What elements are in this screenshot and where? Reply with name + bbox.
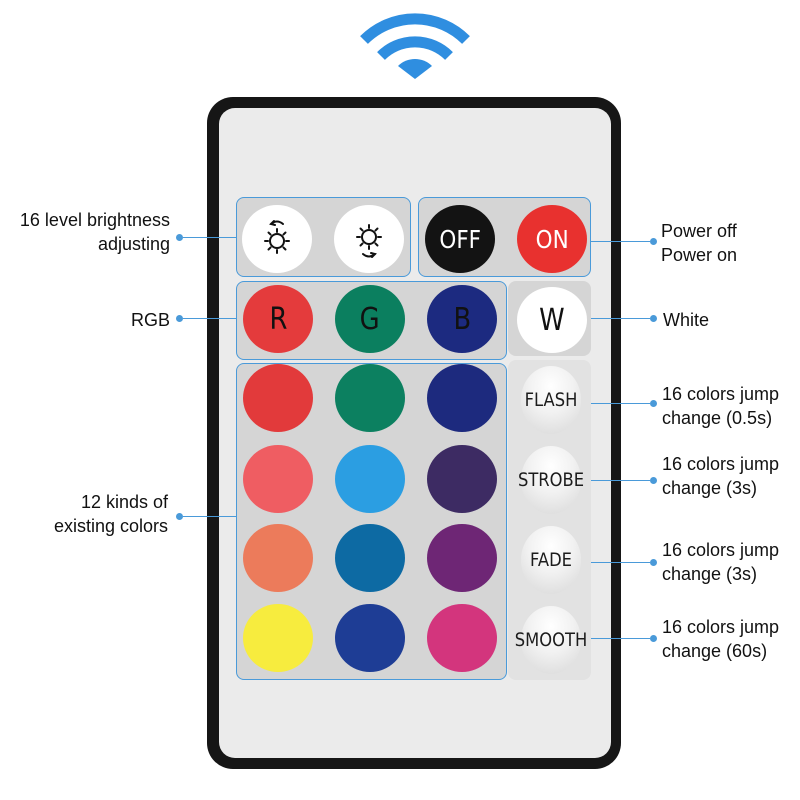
flash-label: 16 colors jump change (0.5s) bbox=[662, 382, 797, 430]
color-button-3[interactable] bbox=[427, 364, 497, 432]
colors-leader-line bbox=[183, 516, 236, 517]
color-button-8[interactable] bbox=[335, 524, 405, 592]
flash-button[interactable]: FLASH bbox=[520, 366, 582, 434]
flash-leader-line bbox=[591, 403, 650, 404]
fade-label-line-1: 16 colors jump bbox=[662, 540, 780, 560]
color-button-1[interactable] bbox=[243, 364, 313, 432]
smooth-label-line-1: 16 colors jump bbox=[662, 617, 780, 637]
power-label-line-2: Power on bbox=[661, 245, 738, 265]
color-button-11[interactable] bbox=[335, 604, 405, 672]
strobe-label-line-2: change (3s) bbox=[662, 478, 758, 498]
color-button-9[interactable] bbox=[427, 524, 497, 592]
color-button-6[interactable] bbox=[427, 445, 497, 513]
green-button-label: G bbox=[360, 301, 380, 337]
colors-label-line-2: existing colors bbox=[53, 516, 168, 536]
white-button[interactable]: W bbox=[517, 287, 587, 353]
fade-button[interactable]: FADE bbox=[520, 526, 582, 594]
brightness-leader-dot bbox=[176, 234, 183, 241]
fade-leader-line bbox=[591, 562, 650, 563]
smooth-button[interactable]: SMOOTH bbox=[515, 606, 587, 674]
smooth-leader-dot bbox=[650, 635, 657, 642]
fade-label: 16 colors jump change (3s) bbox=[662, 538, 797, 586]
color-button-10[interactable] bbox=[243, 604, 313, 672]
brightness-leader-line bbox=[183, 237, 236, 238]
color-button-7[interactable] bbox=[243, 524, 313, 592]
strobe-label-line-1: 16 colors jump bbox=[662, 454, 780, 474]
brightness-label-line-2: adjusting bbox=[97, 234, 170, 254]
flash-label-line-1: 16 colors jump bbox=[662, 384, 780, 404]
brightness-up-button[interactable] bbox=[242, 205, 312, 273]
wifi-signal-icon bbox=[360, 13, 470, 79]
color-button-2[interactable] bbox=[335, 364, 405, 432]
smooth-leader-line bbox=[591, 638, 650, 639]
fade-leader-dot bbox=[650, 559, 657, 566]
red-button-label: R bbox=[269, 301, 287, 337]
smooth-label: 16 colors jump change (60s) bbox=[662, 615, 797, 663]
on-button-label: ON bbox=[535, 224, 569, 254]
brightness-down-icon bbox=[356, 224, 382, 258]
colors-leader-dot bbox=[176, 513, 183, 520]
strobe-label: 16 colors jump change (3s) bbox=[662, 452, 797, 500]
blue-button[interactable]: B bbox=[427, 285, 497, 353]
power-leader-dot bbox=[650, 238, 657, 245]
strobe-leader-line bbox=[591, 480, 650, 481]
white-label: White bbox=[663, 310, 710, 330]
smooth-label-line-2: change (60s) bbox=[662, 641, 768, 661]
on-button[interactable]: ON bbox=[517, 205, 587, 273]
white-button-label: W bbox=[539, 302, 565, 338]
flash-leader-dot bbox=[650, 400, 657, 407]
color-button-5[interactable] bbox=[335, 445, 405, 513]
brightness-label-line-1: 16 level brightness bbox=[19, 210, 170, 230]
brightness-label: 16 level brightness adjusting bbox=[0, 208, 170, 256]
rgb-label: RGB bbox=[130, 310, 170, 330]
green-button[interactable]: G bbox=[335, 285, 405, 353]
power-leader-line bbox=[591, 241, 650, 242]
white-leader-dot bbox=[650, 315, 657, 322]
off-button[interactable]: OFF bbox=[425, 205, 495, 273]
color-button-4[interactable] bbox=[243, 445, 313, 513]
off-button-label: OFF bbox=[439, 224, 481, 254]
strobe-leader-dot bbox=[650, 477, 657, 484]
strobe-button[interactable]: STROBE bbox=[518, 446, 584, 514]
power-label-line-1: Power off bbox=[661, 221, 737, 241]
rgb-leader-dot bbox=[176, 315, 183, 322]
brightness-down-button[interactable] bbox=[334, 205, 404, 273]
flash-label-line-2: change (0.5s) bbox=[662, 408, 773, 428]
brightness-up-icon bbox=[264, 220, 290, 254]
colors-label-line-1: 12 kinds of bbox=[80, 492, 168, 512]
color-button-12[interactable] bbox=[427, 604, 497, 672]
blue-button-label: B bbox=[453, 301, 471, 337]
colors-label: 12 kinds of existing colors bbox=[0, 490, 168, 538]
white-leader-line bbox=[591, 318, 650, 319]
red-button[interactable]: R bbox=[243, 285, 313, 353]
fade-label-line-2: change (3s) bbox=[662, 564, 758, 584]
power-label: Power off Power on bbox=[661, 219, 796, 267]
rgb-leader-line bbox=[183, 318, 236, 319]
